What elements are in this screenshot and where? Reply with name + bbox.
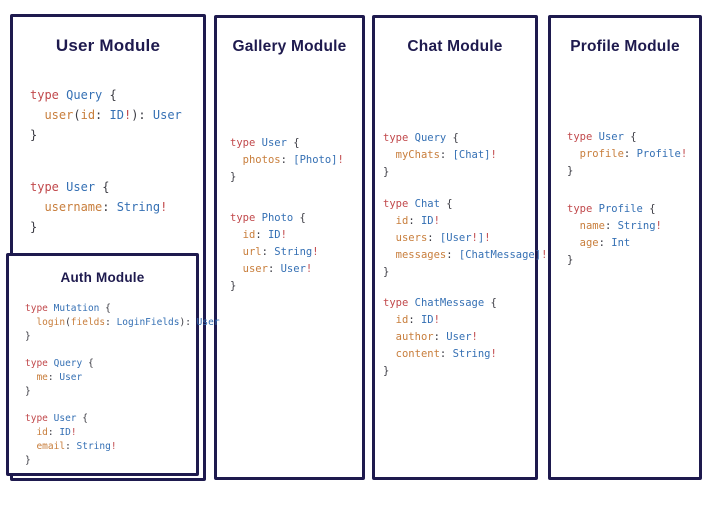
- auth-module-panel: Auth Module type Mutation { login(fields…: [6, 253, 220, 476]
- code-line: }: [30, 220, 38, 234]
- code-line: name: String!: [579, 220, 662, 232]
- chat-type-code-block: type Chat { id: ID! users: [User!]! mess…: [383, 196, 548, 281]
- auth-query-code-block: type Query { me: User}: [25, 357, 196, 399]
- code-line: }: [383, 365, 390, 377]
- code-line: type Profile {: [567, 203, 656, 215]
- code-line: user: User!: [242, 263, 313, 275]
- user-type-code-block: type User { username: String!}: [30, 177, 203, 237]
- code-line: }: [25, 455, 31, 466]
- code-line: id: ID!: [36, 427, 77, 438]
- code-line: type Query {: [383, 132, 459, 144]
- chatmessage-type-code-block: type ChatMessage { id: ID! author: User!…: [383, 295, 535, 380]
- code-line: author: User!: [395, 331, 478, 343]
- code-line: login(fields: LoginFields): User: [36, 317, 220, 328]
- code-line: }: [230, 280, 237, 292]
- auth-module-title: Auth Module: [60, 270, 145, 285]
- code-line: }: [30, 128, 38, 142]
- code-line: content: String!: [395, 348, 497, 360]
- code-line: id: ID!: [395, 314, 440, 326]
- code-line: type Mutation {: [25, 303, 111, 314]
- chat-module-panel: Chat Module type Query { myChats: [Chat]…: [372, 15, 548, 480]
- code-line: }: [567, 254, 574, 266]
- code-line: age: Int: [579, 237, 631, 249]
- code-line: }: [383, 266, 390, 278]
- code-line: username: String!: [44, 200, 168, 214]
- profile-module-title: Profile Module: [570, 38, 680, 55]
- code-line: }: [25, 386, 31, 397]
- code-line: myChats: [Chat]!: [395, 149, 497, 161]
- code-line: type ChatMessage {: [383, 297, 497, 309]
- profile-type-code-block: type Profile { name: String! age: Int}: [567, 201, 699, 269]
- gallery-user-code-block: type User { photos: [Photo]!}: [230, 135, 362, 186]
- code-line: me: User: [36, 372, 83, 383]
- code-line: }: [25, 331, 31, 342]
- gallery-module-panel: Gallery Module type User { photos: [Phot…: [214, 15, 365, 480]
- code-line: type Photo {: [230, 212, 306, 224]
- code-line: }: [383, 166, 390, 178]
- profile-user-code-block: type User { profile: Profile!}: [567, 129, 699, 180]
- code-line: email: String!: [36, 441, 117, 452]
- code-line: }: [567, 165, 574, 177]
- code-line: type User {: [25, 413, 88, 424]
- gallery-module-title: Gallery Module: [232, 38, 347, 55]
- user-module-title: User Module: [55, 36, 161, 55]
- gallery-photo-code-block: type Photo { id: ID! url: String! user: …: [230, 210, 362, 295]
- code-line: profile: Profile!: [579, 148, 688, 160]
- auth-user-code-block: type User { id: ID! email: String!}: [25, 412, 196, 468]
- code-line: id: ID!: [395, 215, 440, 227]
- code-line: id: ID!: [242, 229, 287, 241]
- code-line: type User {: [30, 180, 110, 194]
- auth-mutation-code-block: type Mutation { login(fields: LoginField…: [25, 302, 220, 344]
- chat-module-title: Chat Module: [407, 38, 503, 55]
- chat-query-code-block: type Query { myChats: [Chat]!}: [383, 130, 535, 181]
- code-line: type Chat {: [383, 198, 453, 210]
- code-line: photos: [Photo]!: [242, 154, 344, 166]
- code-line: type Query {: [25, 358, 94, 369]
- code-line: users: [User!]!: [395, 232, 491, 244]
- code-line: type User {: [567, 131, 637, 143]
- code-line: messages: [ChatMessage]!: [395, 249, 548, 261]
- user-query-code-block: type Query { user(id: ID!): User}: [30, 85, 203, 145]
- code-line: type User {: [230, 137, 300, 149]
- code-line: url: String!: [242, 246, 319, 258]
- profile-module-panel: Profile Module type User { profile: Prof…: [548, 15, 702, 480]
- code-line: type Query {: [30, 88, 117, 102]
- code-line: }: [230, 171, 237, 183]
- code-line: user(id: ID!): User: [44, 108, 182, 122]
